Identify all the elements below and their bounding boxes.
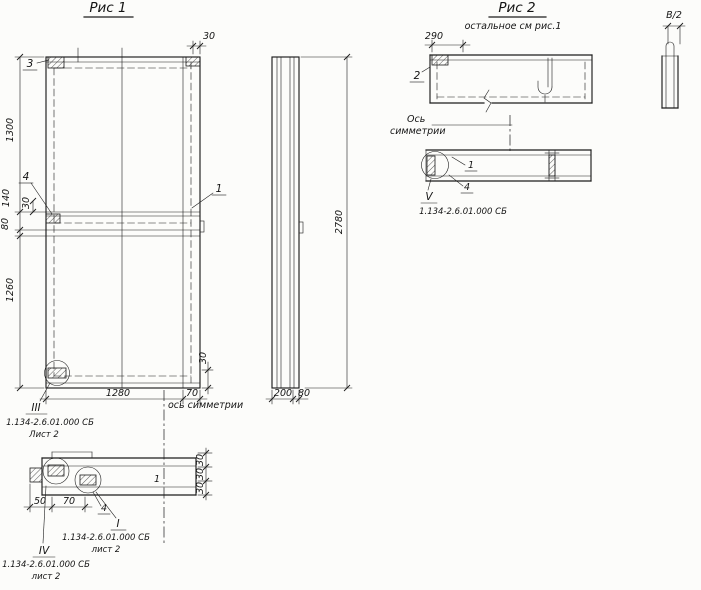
fig2-dim-290: 290 (424, 31, 471, 53)
dim-30-top-label: 30 (203, 31, 215, 42)
fig1-dim-bottom: 1280 70 (39, 388, 208, 405)
fig1-panel-hidden-lines (53, 61, 192, 384)
fig1-embed-plate-4 (45, 213, 61, 224)
fig2-view: Рис 2 остальное см рис.1 (390, 0, 686, 217)
fig2-panel-fragment (429, 54, 593, 113)
marker-iv-label: IV (39, 545, 50, 557)
fig2-axis-label: Ось симметрии (390, 114, 513, 152)
detail-i-callout-circle (74, 466, 102, 494)
fig1-marker-3: 3 (22, 58, 50, 71)
dim-200-label: 200 (274, 388, 292, 399)
detail-marker-i: I 1.134-2.6.01.000 СБ лист 2 (62, 491, 150, 555)
fig1-embed-plate-top-right (185, 56, 201, 67)
fig2-b2-view: В/2 (661, 10, 686, 109)
dim-30-bottom-label: 30 (198, 352, 209, 364)
fig2-subtitle: остальное см рис.1 (465, 21, 562, 32)
ref-iv-sheet: лист 2 (31, 572, 61, 582)
fig1-side-view: 200 80 2780 (265, 53, 353, 405)
detail-embed-left (29, 467, 43, 483)
ref-v-code: 1.134-2.6.01.000 СБ (419, 207, 507, 217)
fig2-axis-word-1: Ось (407, 114, 425, 125)
detail-iv-callout-circle (42, 457, 70, 485)
detail-v-callout-circle (421, 151, 449, 179)
fig2-marker-4: 4 (448, 174, 474, 194)
fig1-view: Рис 1 (0, 0, 243, 543)
fig1-title: Рис 1 (89, 0, 126, 16)
fig2-marker-4-label: 4 (464, 182, 470, 193)
break-line (483, 89, 492, 113)
dim-1300-label: 1300 (5, 118, 16, 142)
marker-2-label: 2 (414, 70, 421, 82)
fig2-section: 1 4 V 1.134-2.6.01.000 СБ (419, 149, 592, 217)
marker-iii-label: III (31, 402, 40, 414)
marker-v-label: V (425, 191, 433, 203)
detail-marker-4-label: 4 (101, 503, 107, 514)
dim-140-label: 140 (1, 189, 12, 207)
dim-70-label: 70 (186, 388, 198, 399)
dim-2780-label: 2780 (334, 210, 345, 234)
fig1-marker-1: 1 (191, 183, 227, 209)
dim-70-detail-label: 70 (63, 496, 75, 507)
fig2-axis-word-2: симметрии (390, 126, 446, 137)
ref-iii-code: 1.134-2.6.01.000 СБ (6, 418, 94, 428)
axis-of-symmetry-label: ось симметрии (168, 400, 243, 411)
fig2-marker-1-label: 1 (468, 160, 474, 171)
marker-4-label: 4 (23, 171, 30, 183)
dim-30c-label: 30 (195, 482, 206, 494)
marker-3-label: 3 (27, 58, 34, 70)
dim-b2-label: В/2 (666, 10, 682, 21)
dim-1260-label: 1260 (5, 278, 16, 302)
detail-dim-bottom: 50 70 (23, 483, 93, 513)
detail-marker-4: 4 (92, 491, 111, 515)
dim-30b-label: 30 (195, 468, 206, 480)
dim-80-label: 80 (0, 218, 11, 230)
detail-marker-iv: IV 1.134-2.6.01.000 СБ лист 2 (2, 485, 90, 582)
fig1-dim-top-right: 30 (186, 31, 215, 55)
detail-section-i: 1 30 30 30 50 70 4 (2, 447, 213, 582)
fig2-section-anchor (544, 149, 560, 182)
dim-290-label: 290 (425, 31, 443, 42)
dim-80-side-label: 80 (298, 388, 310, 399)
fig2-embed-plate-2 (431, 54, 449, 66)
dim-30a-label: 30 (195, 454, 206, 466)
fig1-marker-4: 4 (18, 171, 53, 215)
ref-iv-code: 1.134-2.6.01.000 СБ (2, 560, 90, 570)
marker-1-label: 1 (216, 183, 223, 195)
fig2-title: Рис 2 (498, 0, 535, 16)
fig1-detail-iii-callout (44, 360, 70, 386)
fig2-marker-v: V (420, 178, 438, 204)
b2-lifting-loop (665, 41, 675, 57)
ref-i-sheet: лист 2 (91, 545, 121, 555)
ref-iii-sheet: Лист 2 (28, 430, 59, 440)
dim-30-left-label: 30 (21, 197, 32, 209)
fig1-embed-plate-3 (47, 56, 65, 69)
dim-1280-label: 1280 (106, 388, 130, 399)
fig1-dim-left-chain: 1300 140 80 1260 (0, 53, 47, 392)
fig2-lifting-loop (537, 57, 553, 104)
fig1-panel-outline (45, 47, 205, 389)
fig1-symmetry-axis: ось симметрии (163, 390, 243, 543)
fig1-detail-iii-label: III 1.134-2.6.01.000 СБ Лист 2 (6, 382, 94, 440)
fig1-dim-bottom-right: 30 (198, 352, 214, 395)
fig2-marker-2: 2 (409, 66, 431, 83)
side-dim-bottom: 200 80 (265, 388, 310, 405)
dim-50-label: 50 (34, 496, 46, 507)
fig1-dim-30-left: 30 (21, 197, 37, 216)
side-dim-2780: 2780 (300, 53, 353, 392)
marker-i-label: I (116, 518, 119, 530)
detail-dim-right: 30 30 30 (195, 447, 213, 501)
fig2-marker-1: 1 (451, 156, 478, 172)
ref-i-code: 1.134-2.6.01.000 СБ (62, 533, 150, 543)
detail-marker-1-label: 1 (154, 474, 160, 485)
fig1-rib-band (45, 211, 201, 237)
